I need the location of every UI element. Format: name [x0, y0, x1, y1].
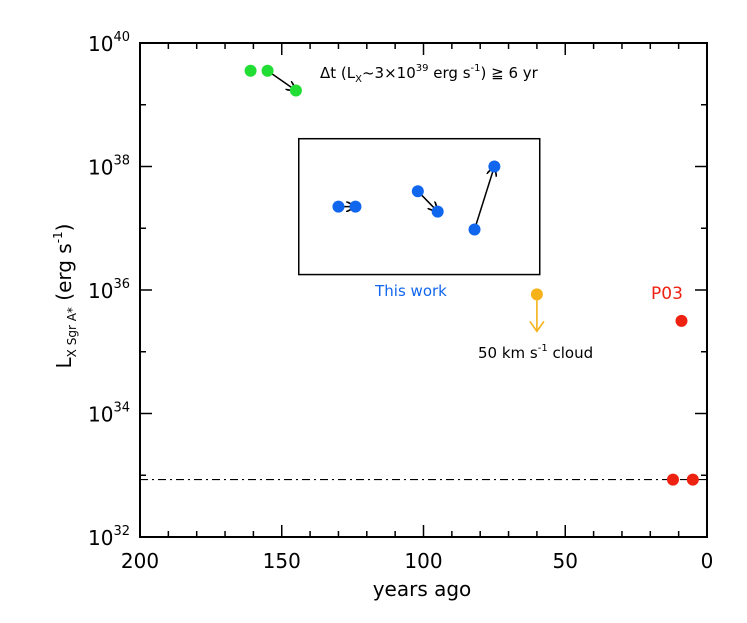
data-point [261, 64, 274, 77]
x-tick-label: 100 [404, 549, 442, 573]
data-point [411, 185, 424, 198]
y-tick-label: 1040 [88, 30, 130, 56]
data-point [289, 84, 302, 97]
annotation-cloud: 50 km s-1 cloud [478, 343, 593, 362]
y-tick-label: 1034 [88, 401, 130, 427]
annotation-this-work: This work [374, 282, 447, 300]
x-axis-title: years ago [373, 577, 472, 601]
data-point [530, 288, 543, 301]
y-tick-label: 1038 [88, 154, 130, 180]
data-point [488, 160, 501, 173]
data-point [349, 200, 362, 213]
data-point [675, 314, 688, 327]
data-point [686, 473, 699, 486]
data-point [431, 205, 444, 218]
upper-limit-arrowhead [529, 320, 545, 333]
x-tick-label: 0 [701, 549, 714, 573]
x-tick-label: 150 [263, 549, 301, 573]
data-point [666, 473, 679, 486]
x-tick-label: 200 [121, 549, 159, 573]
annotation-p03: P03 [651, 284, 683, 304]
x-tick-label: 50 [553, 549, 578, 573]
y-tick-label: 1032 [88, 524, 130, 550]
this-work-box [298, 137, 541, 276]
data-point [244, 64, 257, 77]
y-axis-title: LX Sgr A* (erg s-1) [51, 224, 79, 369]
data-point [468, 223, 481, 236]
annotation-dt: Δt (LX~3×1039 erg s-1) ≧ 6 yr [320, 63, 539, 85]
trend-arrow [473, 167, 495, 230]
data-point [332, 200, 345, 213]
y-tick-label: 1036 [88, 277, 130, 303]
